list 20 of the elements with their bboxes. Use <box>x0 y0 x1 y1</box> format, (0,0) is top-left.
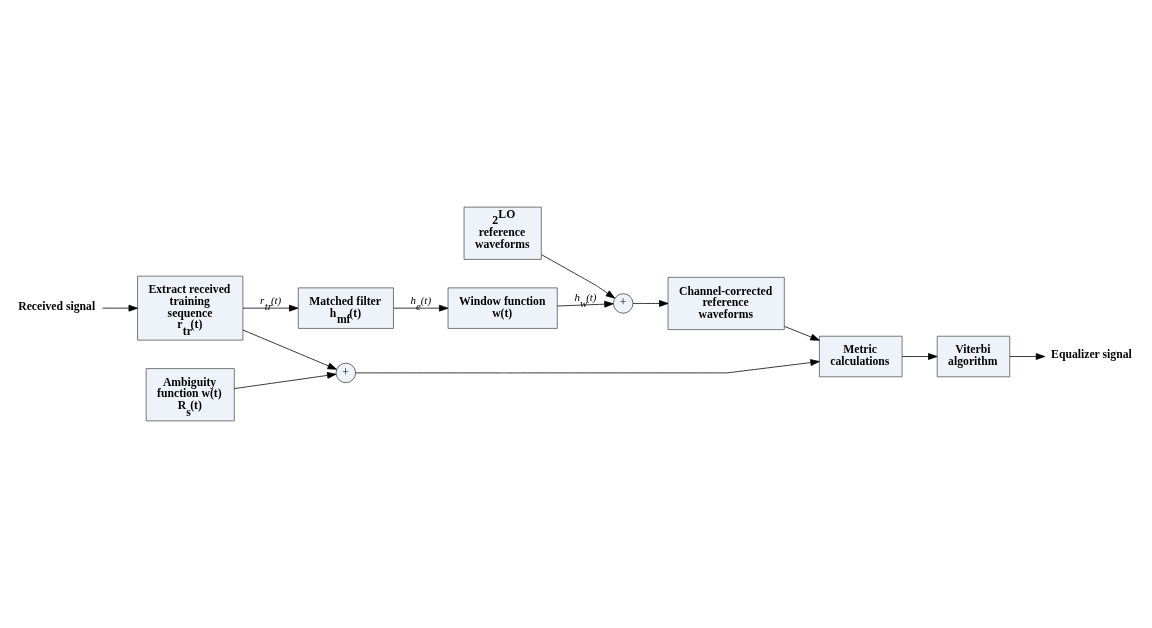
node-box: Window function w(t) <box>447 287 558 329</box>
node-text: Received signal <box>18 300 96 314</box>
arrow <box>541 254 616 299</box>
node-circle: + <box>335 362 356 384</box>
arrow <box>233 372 337 389</box>
arrow <box>1009 353 1046 360</box>
arrow <box>784 326 820 341</box>
arrow <box>242 304 299 312</box>
node-text: Equalizer signal <box>1051 348 1132 362</box>
arrow <box>556 300 614 308</box>
arrow <box>393 304 449 312</box>
arrow <box>901 353 938 360</box>
node-box: Channel-corrected reference waveforms <box>667 276 785 330</box>
node-box: Metric calculations <box>819 335 903 378</box>
arrow <box>632 300 669 307</box>
arrow <box>242 329 337 370</box>
arrow <box>102 304 138 312</box>
node-circle: + <box>613 293 634 314</box>
node-box: Viterbi algorithm <box>936 335 1011 378</box>
arrow <box>355 359 820 374</box>
